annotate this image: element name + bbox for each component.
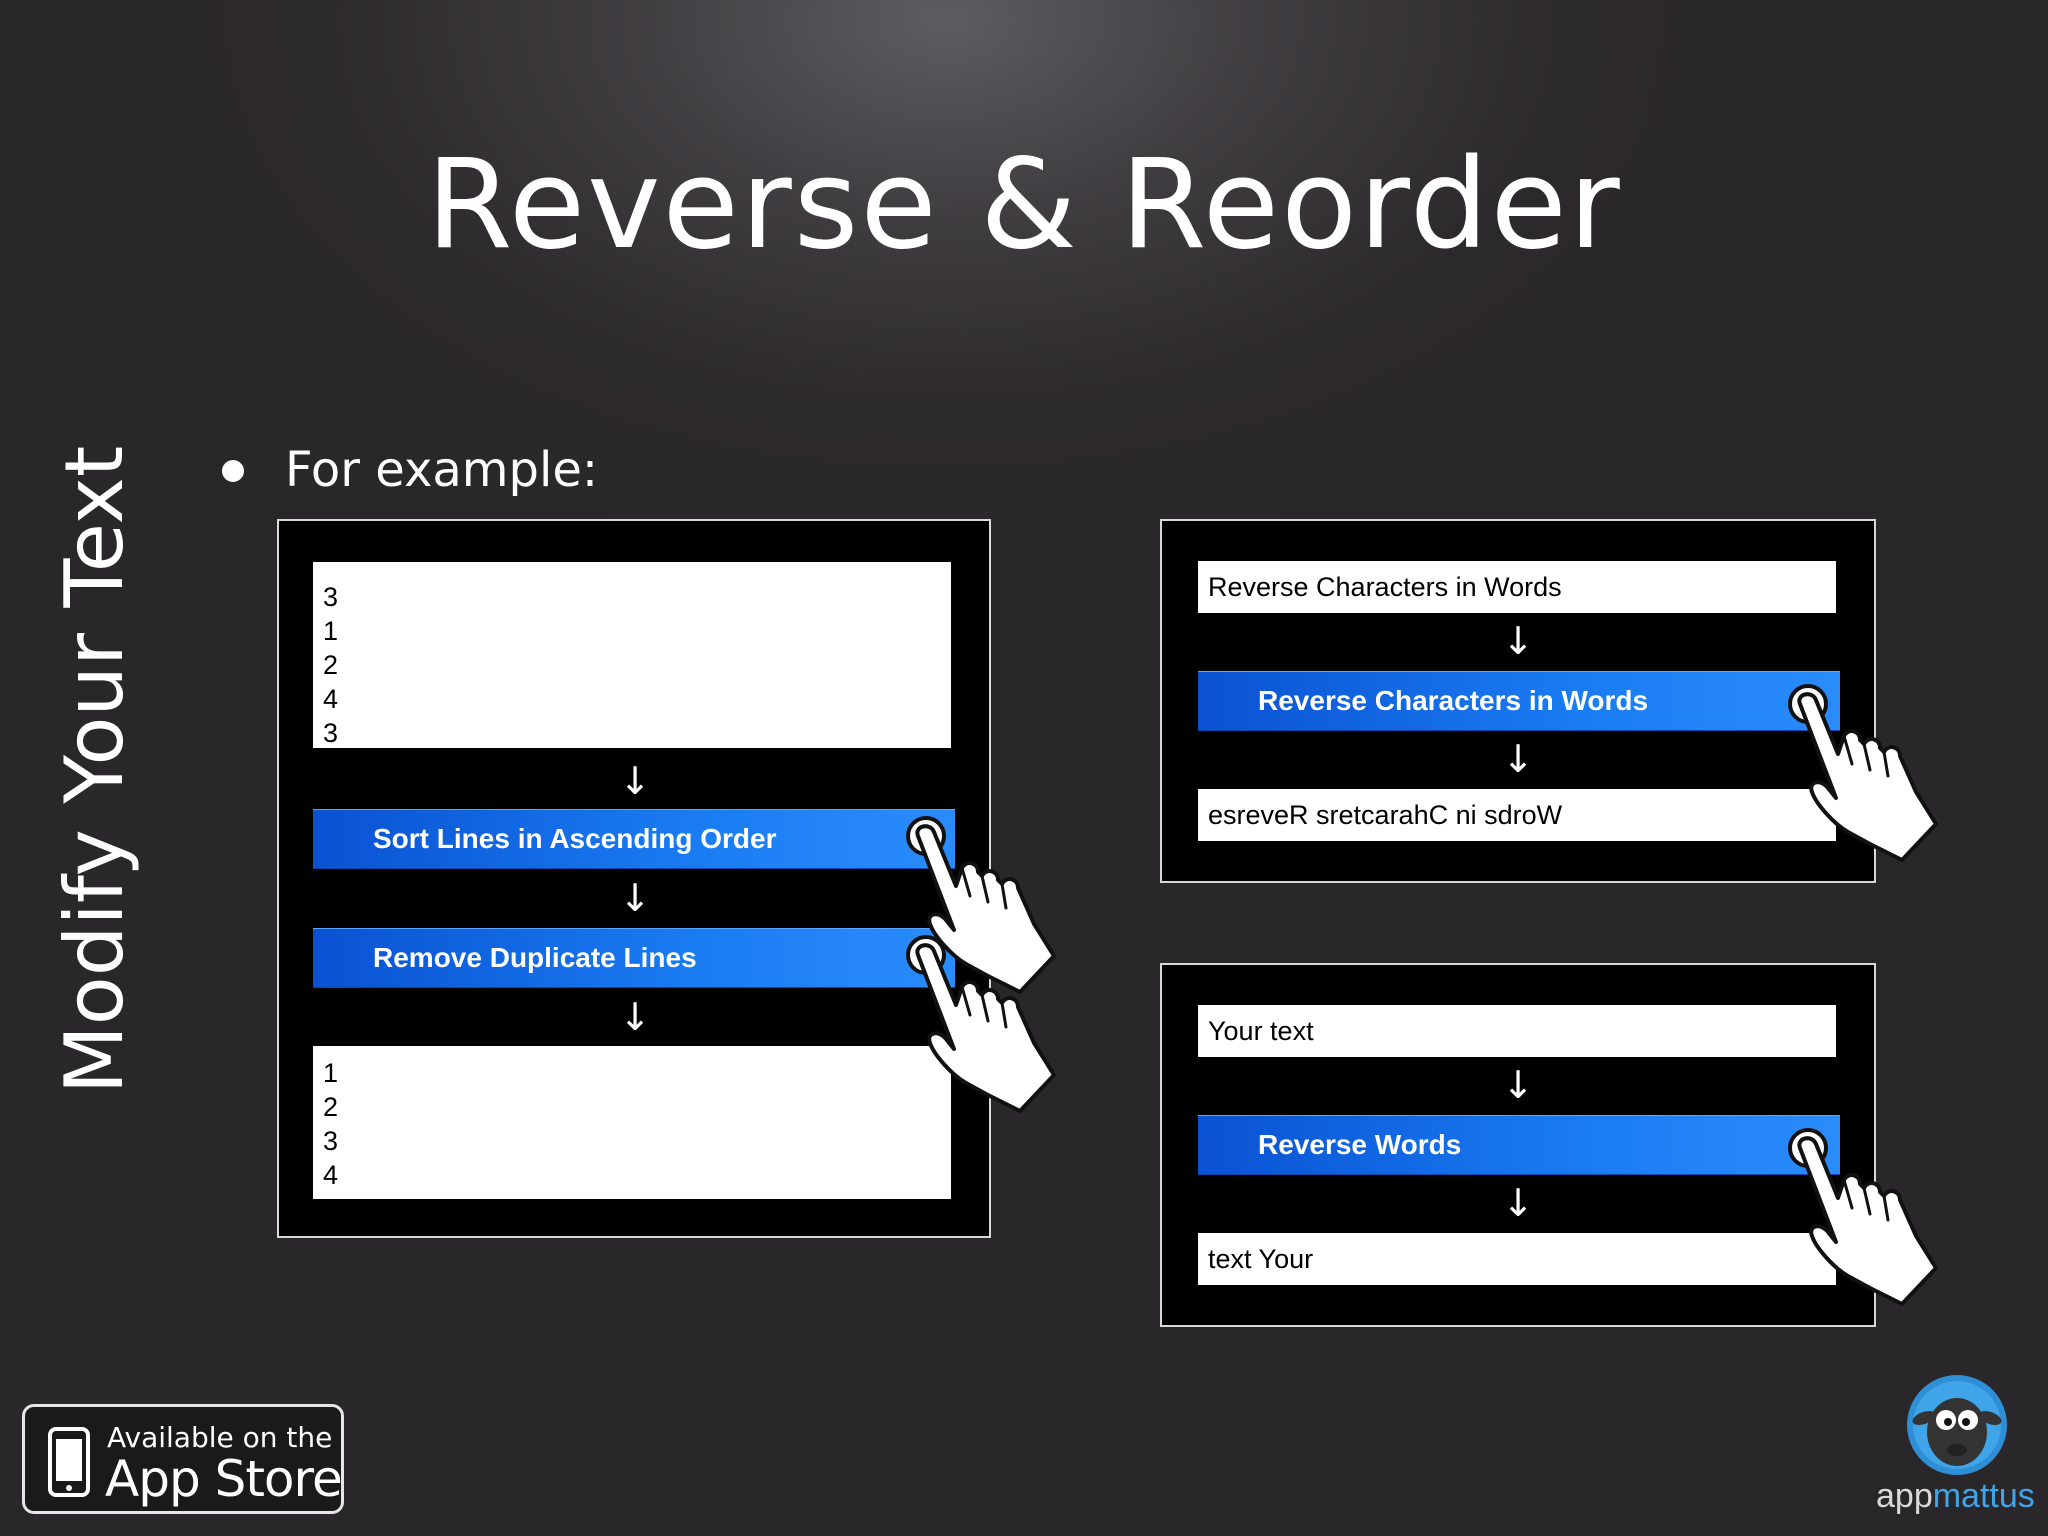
down-arrow-icon: ↓ <box>1502 619 1534 663</box>
appmattus-logo: appmattus <box>1868 1366 2038 1536</box>
input-line: 3 <box>323 718 339 748</box>
badge-store-name: App Store <box>105 1450 343 1508</box>
input-line: 2 <box>323 650 339 680</box>
bullet-dot <box>222 460 244 482</box>
output-lines-box: 1 2 3 4 <box>313 1046 951 1199</box>
tap-hand-icon <box>1778 1118 1948 1308</box>
sort-lines-ascending-button[interactable]: Sort Lines in Ascending Order <box>313 809 955 869</box>
slide-title: Reverse & Reorder <box>426 133 1622 277</box>
output-line: 1 <box>323 1058 339 1088</box>
down-arrow-icon: ↓ <box>1502 1063 1534 1107</box>
iphone-icon <box>48 1427 90 1497</box>
input-line: 3 <box>323 582 339 612</box>
app-store-badge[interactable]: Available on the App Store <box>22 1404 344 1514</box>
output-text-box: esreveR sretcarahC ni sdroW <box>1198 789 1836 841</box>
logo-wordmark: appmattus <box>1876 1476 2035 1516</box>
input-text-box: Reverse Characters in Words <box>1198 561 1836 613</box>
down-arrow-icon: ↓ <box>619 876 651 920</box>
down-arrow-icon: ↓ <box>1502 1181 1534 1225</box>
input-lines-box: 3 1 2 4 3 <box>313 562 951 748</box>
tap-hand-icon <box>1778 674 1948 864</box>
input-text-box: Your text <box>1198 1005 1836 1057</box>
logo-wordmark-part: mattus <box>1932 1477 2035 1515</box>
reverse-characters-in-words-button[interactable]: Reverse Characters in Words <box>1198 671 1840 731</box>
input-line: 1 <box>323 616 339 646</box>
reverse-words-panel: Your text ↓ Reverse Words ↓ text Your <box>1160 963 1876 1327</box>
tap-hand-icon <box>896 925 1066 1115</box>
remove-duplicate-lines-button[interactable]: Remove Duplicate Lines <box>313 928 955 988</box>
output-text-box: text Your <box>1198 1233 1836 1285</box>
reverse-characters-panel: Reverse Characters in Words ↓ Reverse Ch… <box>1160 519 1876 883</box>
side-title: Modify Your Text <box>48 445 141 1095</box>
output-line: 4 <box>323 1160 339 1190</box>
input-line: 4 <box>323 684 339 714</box>
sheep-logo-icon <box>1907 1375 2007 1475</box>
logo-wordmark-part: app <box>1876 1477 1933 1515</box>
reverse-words-button[interactable]: Reverse Words <box>1198 1115 1840 1175</box>
sort-example-panel: 3 1 2 4 3 ↓ Sort Lines in Ascending Orde… <box>277 519 991 1238</box>
down-arrow-icon: ↓ <box>1502 737 1534 781</box>
output-line: 2 <box>323 1092 339 1122</box>
badge-caption: Available on the <box>107 1421 333 1454</box>
output-line: 3 <box>323 1126 339 1156</box>
down-arrow-icon: ↓ <box>619 995 651 1039</box>
bullet-text: For example: <box>285 442 599 498</box>
down-arrow-icon: ↓ <box>619 759 651 803</box>
